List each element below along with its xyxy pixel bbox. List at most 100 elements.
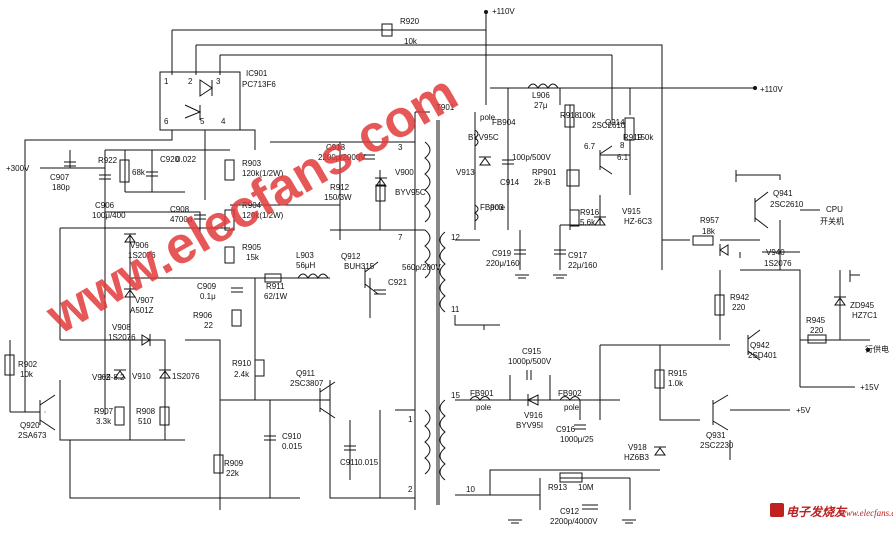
comp-ref: R920	[400, 17, 420, 26]
transistors	[39, 145, 769, 431]
comp-ref: V906	[130, 241, 149, 250]
comp-val: 3.3k	[96, 417, 112, 426]
comp-ref: V908	[112, 323, 131, 332]
comp-ref: V910	[132, 372, 151, 381]
comp-ref: FB901	[470, 389, 494, 398]
transformer-labels: T901 3 7 12 11 1 15 2 10	[398, 103, 475, 494]
comp-ref: Q941	[773, 189, 793, 198]
comp-val: 100μ/400	[92, 211, 126, 220]
node-label: 8	[620, 141, 625, 150]
comp-ref: C913	[326, 143, 346, 152]
comp-val: pole	[480, 113, 496, 122]
comp-ref: C909	[197, 282, 217, 291]
comp-val: BYV95I	[516, 421, 543, 430]
comp-ref: R957	[700, 216, 720, 225]
ic-pin: 2	[188, 77, 193, 86]
rail-labels: +110V +110V +300V +15V +5V CPU 开关机 行供电	[6, 7, 889, 415]
ic901-block	[159, 71, 241, 131]
comp-ref: R922	[98, 156, 118, 165]
ic-pin: 3	[216, 77, 221, 86]
comp-ref: C912	[560, 507, 580, 516]
comp-val: 68k	[132, 168, 146, 177]
comp-ref: C921	[388, 278, 408, 287]
capacitors	[64, 154, 598, 510]
comp-val: 120k(1/2W)	[242, 211, 284, 220]
ic-pin: 6	[164, 117, 169, 126]
comp-val: 2.4k	[234, 370, 250, 379]
rail-15v: +15V	[860, 383, 880, 392]
ic-part: PC713F6	[242, 80, 276, 89]
comp-ref: RP901	[532, 168, 557, 177]
comp-val: 1000μ/25	[560, 435, 594, 444]
comp-val: 220	[810, 326, 824, 335]
comp-val: 180p	[52, 183, 70, 192]
rail-110v-right: +110V	[760, 85, 783, 94]
comp-ref: V913	[456, 168, 475, 177]
transformer-pin: 15	[451, 391, 460, 400]
comp-val: 560p/200V	[402, 263, 441, 272]
transformer-pin: 11	[451, 305, 460, 314]
comp-val: 1S2076	[108, 333, 136, 342]
comp-val: 510	[138, 417, 152, 426]
out-hsupply: 行供电	[865, 344, 889, 354]
comp-val: 1S2076	[128, 251, 156, 260]
comp-val: 0.015	[358, 458, 379, 467]
transformer-pin: 3	[398, 143, 403, 152]
wiring	[9, 10, 870, 510]
transformer-pin: 10	[466, 485, 475, 494]
comp-val: pole	[490, 203, 506, 212]
comp-val: 100p/500V	[512, 153, 551, 162]
transformer-pin: 12	[451, 233, 460, 242]
comp-ref: V918	[628, 443, 647, 452]
comp-ref: R908	[136, 407, 156, 416]
comp-val: 2200p/4000V	[550, 517, 598, 526]
comp-ref: R902	[18, 360, 38, 369]
comp-val: 27μ	[534, 101, 548, 110]
comp-ref: Q920	[20, 421, 40, 430]
comp-ref: V900	[395, 168, 414, 177]
ic-labels: IC901 PC713F6 1 2 3 4 5 6	[164, 69, 276, 126]
comp-ref: C911	[340, 458, 359, 467]
comp-ref: R942	[730, 293, 750, 302]
comp-val: 220	[732, 303, 746, 312]
resistors	[4, 23, 827, 483]
comp-val: 0.1μ	[200, 292, 216, 301]
out-cpu: CPU	[826, 205, 843, 214]
comp-val: 15k	[246, 253, 260, 262]
comp-val: 22μ/160	[568, 261, 598, 270]
transformer-pin: 7	[398, 233, 403, 242]
rail-110v-top: +110V	[492, 7, 515, 16]
comp-val: 56μH	[296, 261, 316, 270]
comp-val: 4700p	[170, 215, 193, 224]
comp-val: 0.022	[176, 155, 197, 164]
inductors	[297, 83, 581, 401]
comp-ref: R904	[242, 201, 262, 210]
transformer-t901	[424, 120, 446, 505]
comp-val: pole	[564, 403, 580, 412]
comp-val: 2SC2610	[770, 200, 804, 209]
comp-val: 2SC2230	[700, 441, 734, 450]
comp-val: 150/3W	[324, 193, 352, 202]
comp-ref: R911	[266, 282, 285, 291]
comp-val: 10k	[20, 370, 34, 379]
comp-val: 1000p/500V	[508, 357, 552, 366]
comp-val: HZ7C1	[852, 311, 878, 320]
comp-ref: ZD945	[850, 301, 875, 310]
comp-val: BYV95C	[468, 133, 499, 142]
comp-val: 1S2076	[172, 372, 200, 381]
comp-ref: R919	[623, 133, 643, 142]
comp-ref: FB903	[480, 203, 504, 212]
transformer-ref: T901	[436, 103, 455, 112]
comp-ref: R909	[224, 459, 244, 468]
comp-ref: R918	[560, 111, 580, 120]
rail-300v: +300V	[6, 164, 30, 173]
comp-val: HZ6B3	[624, 453, 649, 462]
comp-val: 2SD401	[748, 351, 777, 360]
comp-ref: L906	[532, 91, 550, 100]
comp-val: 5.6k	[580, 218, 596, 227]
comp-ref: C914	[500, 178, 520, 187]
brand-name: 电子发烧友	[786, 505, 848, 519]
comp-ref: V940	[766, 248, 785, 257]
ic-pin: 1	[164, 77, 169, 86]
comp-val: 2SC3807	[290, 379, 324, 388]
